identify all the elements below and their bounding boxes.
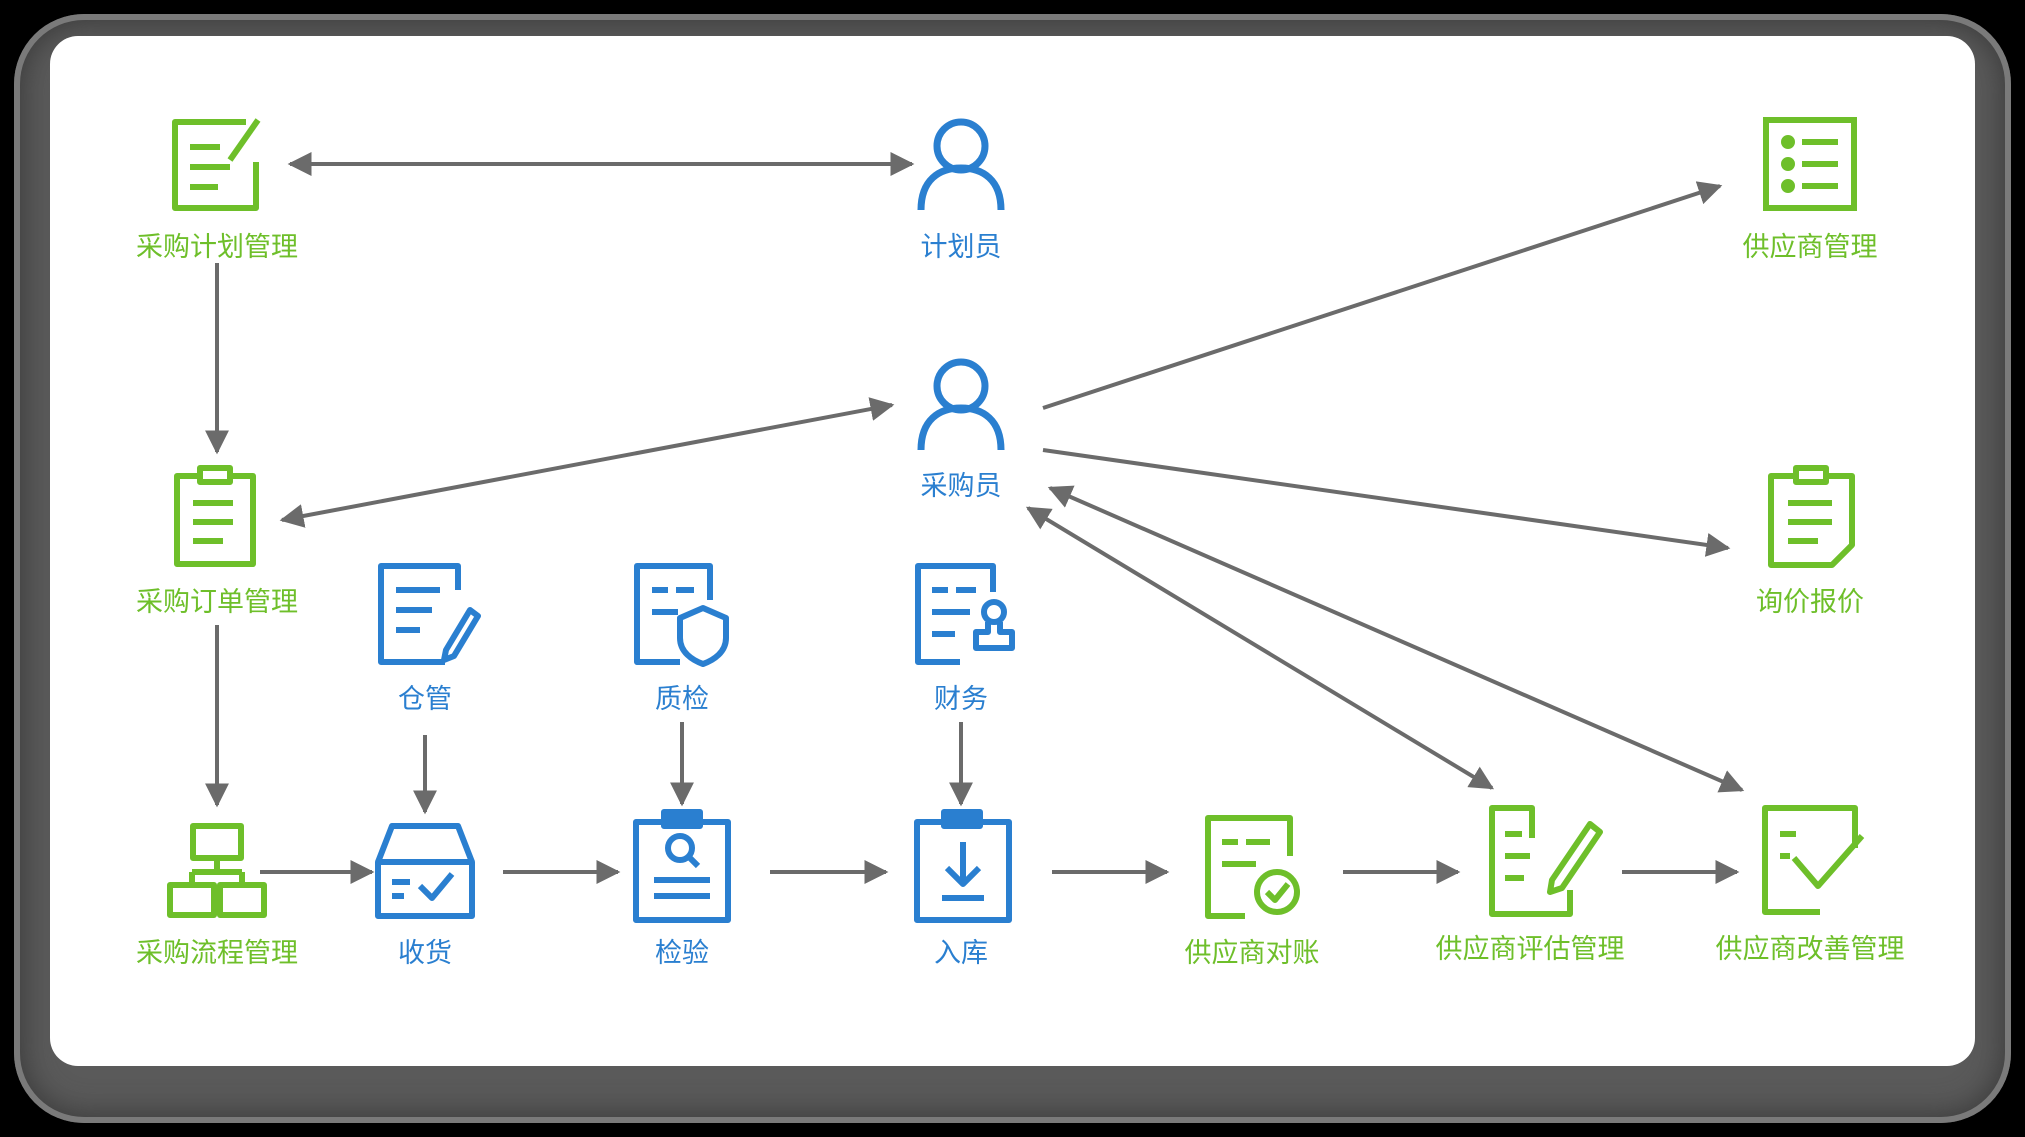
document-check-icon	[1205, 815, 1300, 919]
node-evaluate[interactable]: 供应商评估管理	[1436, 805, 1625, 965]
edge-buyer-evaluate	[1025, 506, 1495, 790]
node-label: 询价报价	[1756, 587, 1864, 618]
node-buyer[interactable]: 采购员	[917, 358, 1005, 502]
node-label: 供应商对账	[1185, 938, 1320, 969]
node-order-mgmt[interactable]: 采购订单管理	[136, 465, 298, 618]
edge-buyer-inquiry	[1042, 448, 1731, 557]
document-shield-icon	[634, 563, 729, 667]
clipboard-search-icon	[633, 809, 731, 923]
hierarchy-icon	[167, 823, 267, 918]
node-label: 供应商管理	[1743, 232, 1878, 263]
clipboard-icon	[174, 465, 256, 567]
node-supplier-mgmt[interactable]: 供应商管理	[1743, 117, 1878, 263]
node-process-mgmt[interactable]: 采购流程管理	[136, 823, 298, 969]
node-label: 财务	[934, 684, 988, 715]
node-stock-in[interactable]: 入库	[914, 809, 1012, 969]
node-label: 收货	[398, 938, 452, 969]
node-label: 检验	[655, 938, 709, 969]
node-label: 采购计划管理	[136, 232, 298, 263]
node-label: 采购员	[921, 471, 1002, 502]
node-warehouse[interactable]: 仓管	[378, 563, 481, 715]
node-improve[interactable]: 供应商改善管理	[1716, 805, 1905, 965]
clipboard-download-icon	[914, 809, 1012, 923]
node-reconcile[interactable]: 供应商对账	[1185, 815, 1320, 969]
node-qc[interactable]: 质检	[634, 563, 729, 715]
node-inspection[interactable]: 检验	[633, 809, 731, 969]
node-label: 供应商评估管理	[1436, 934, 1625, 965]
edge-buyer-order	[279, 397, 895, 528]
person-icon	[917, 358, 1005, 451]
list-icon	[1763, 117, 1857, 211]
node-inquiry[interactable]: 询价报价	[1756, 465, 1864, 618]
edge-buyer-supplier	[1042, 181, 1723, 410]
node-label: 采购订单管理	[136, 587, 298, 618]
node-label: 采购流程管理	[136, 938, 298, 969]
person-icon	[917, 118, 1005, 211]
node-label: 供应商改善管理	[1716, 934, 1905, 965]
document-stamp-icon	[915, 563, 1015, 665]
node-label: 质检	[655, 684, 709, 715]
node-receiving[interactable]: 收货	[375, 823, 475, 969]
edges	[205, 152, 1745, 884]
node-label: 入库	[934, 938, 988, 969]
check-square-icon	[1762, 805, 1865, 915]
clipboard-icon	[1768, 465, 1855, 568]
edit-document-icon	[172, 118, 261, 211]
node-finance[interactable]: 财务	[915, 563, 1015, 715]
document-pen-icon	[378, 563, 481, 665]
box-check-icon	[375, 823, 475, 919]
document-pen-icon	[1489, 805, 1603, 917]
node-label: 仓管	[398, 684, 452, 715]
node-planner[interactable]: 计划员	[917, 118, 1005, 263]
node-plan-mgmt[interactable]: 采购计划管理	[136, 118, 298, 263]
node-label: 计划员	[921, 232, 1002, 263]
edge-buyer-improve	[1047, 485, 1745, 793]
